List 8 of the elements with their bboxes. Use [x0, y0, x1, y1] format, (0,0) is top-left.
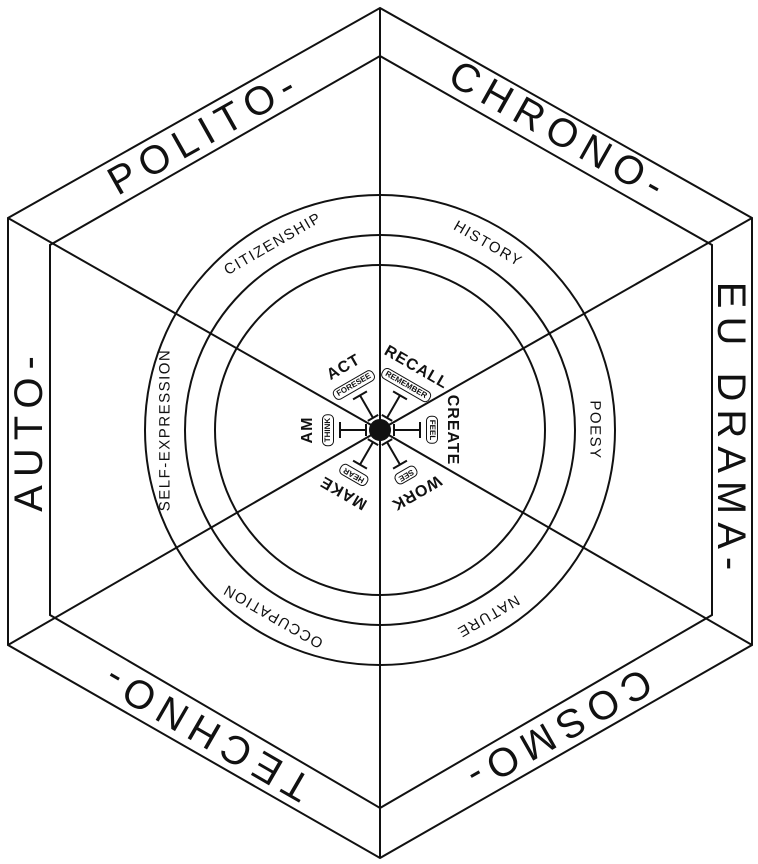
ring-label: POESY [588, 400, 602, 460]
ring-label: SELF-EXPRESSION [158, 348, 172, 512]
center-word: CREATE [444, 394, 460, 466]
band-label: EU DRAMA- [711, 282, 751, 578]
bracketed-word: FEEL [426, 416, 438, 444]
center-word: AM [300, 416, 316, 444]
band-label: AUTO- [9, 348, 49, 512]
bracketed-word: THINK [322, 414, 334, 446]
